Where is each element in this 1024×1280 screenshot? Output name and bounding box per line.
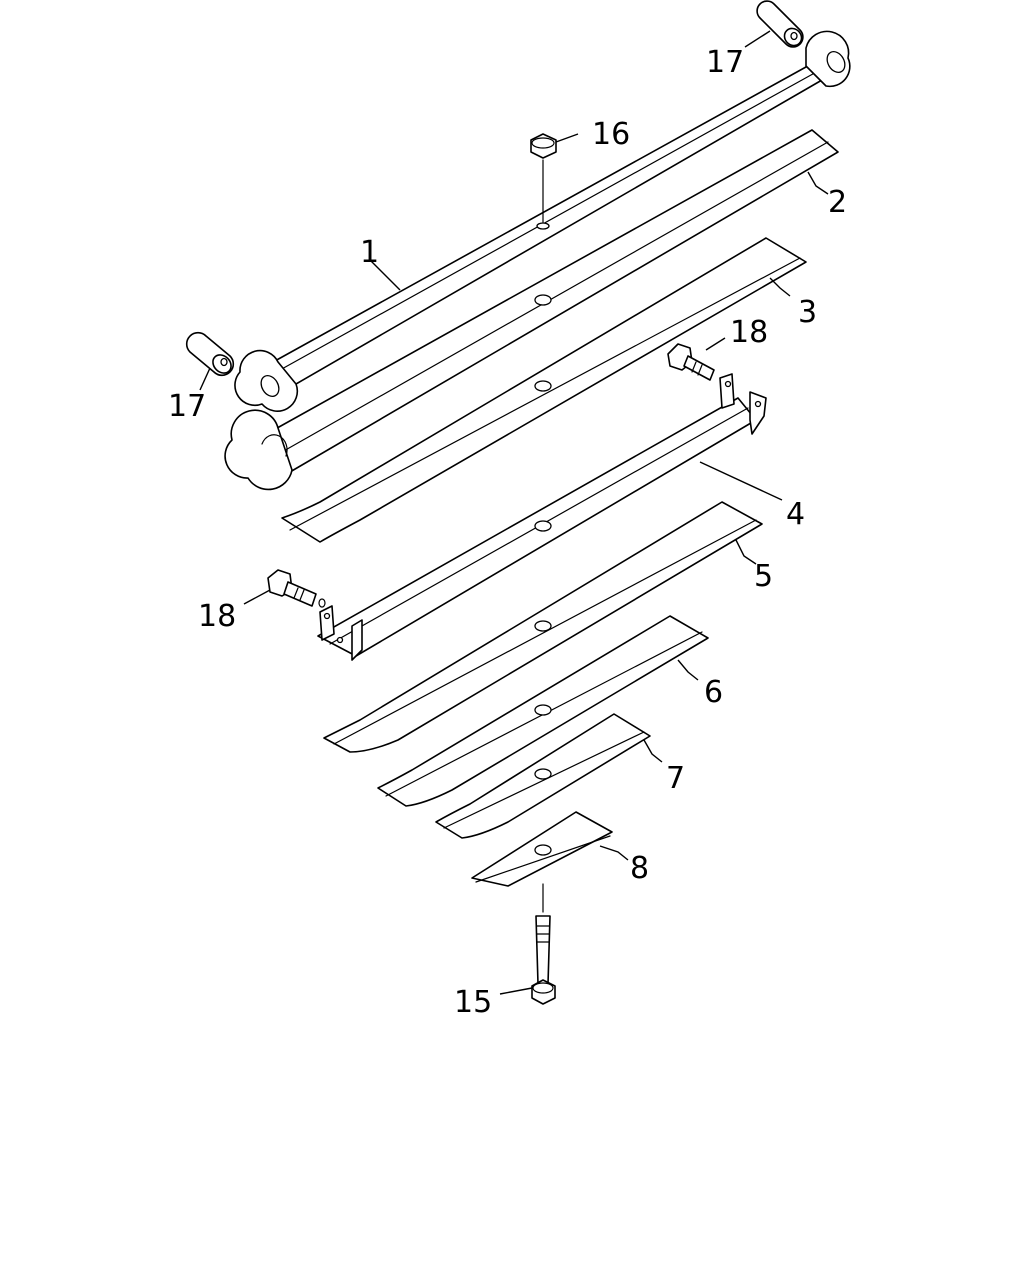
leaf-2 bbox=[224, 129, 839, 491]
leaf-6 bbox=[377, 615, 709, 807]
callout-17-top: 17 bbox=[706, 45, 744, 80]
main-leaf-1 bbox=[234, 30, 851, 412]
callout-18-top: 18 bbox=[730, 315, 768, 350]
leaf-4-with-clips bbox=[317, 373, 767, 661]
callout-16: 16 bbox=[592, 117, 630, 152]
bolt-18-top bbox=[667, 343, 715, 381]
center-bolt-15 bbox=[531, 883, 556, 1005]
leaf-7 bbox=[435, 713, 651, 839]
callout-6: 6 bbox=[704, 675, 723, 710]
leaf-3 bbox=[281, 237, 807, 543]
leader-lines bbox=[199, 30, 829, 995]
callout-4: 4 bbox=[786, 497, 805, 532]
bolt-18-left bbox=[267, 569, 326, 608]
leaf-5 bbox=[323, 501, 763, 753]
spacer-8 bbox=[471, 811, 613, 887]
callout-18-left: 18 bbox=[198, 599, 236, 634]
callout-3: 3 bbox=[798, 295, 817, 330]
callout-2: 2 bbox=[828, 185, 847, 220]
callout-8: 8 bbox=[630, 851, 649, 886]
callout-7: 7 bbox=[666, 761, 685, 796]
nut-16 bbox=[530, 133, 557, 230]
bushing-17-top bbox=[756, 0, 804, 48]
callout-17-left: 17 bbox=[168, 389, 206, 424]
bushing-17-left bbox=[185, 331, 235, 377]
callout-15: 15 bbox=[454, 985, 492, 1020]
callout-1: 1 bbox=[360, 235, 379, 270]
callout-labels: 17 16 1 2 3 18 17 4 5 18 6 7 8 15 bbox=[168, 45, 847, 1020]
callout-5: 5 bbox=[754, 559, 773, 594]
